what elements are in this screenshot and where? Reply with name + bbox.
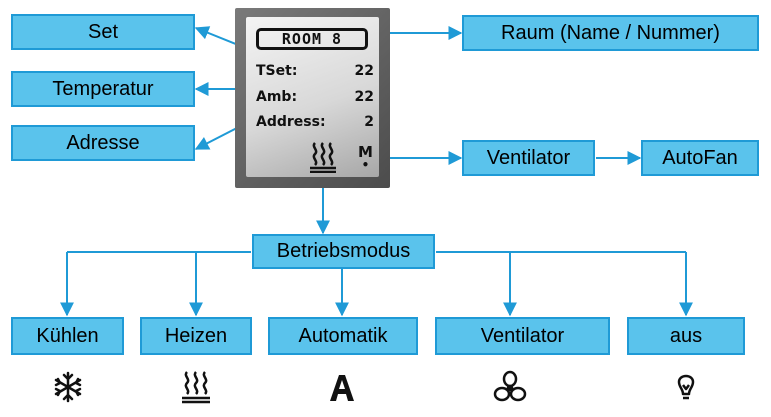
mode-automatik: Automatik [268, 317, 418, 355]
fan-dot: • [361, 158, 370, 172]
snowflake-icon [54, 371, 82, 403]
tset-value: 22 [354, 63, 374, 79]
fan-icon [493, 370, 527, 402]
amb-row: Amb: 22 [256, 89, 374, 105]
label-ventilator: Ventilator [462, 140, 595, 176]
address-value: 2 [364, 114, 374, 130]
label-raum: Raum (Name / Nummer) [462, 15, 759, 51]
thermostat-device: ROOM 8 TSet: 22 Amb: 22 Address: 2 M • [235, 8, 390, 188]
room-name-display: ROOM 8 [256, 28, 368, 50]
fan-indicator-icon: M • [358, 143, 373, 172]
mode-kuehlen: Kühlen [11, 317, 124, 355]
automatic-a-icon [330, 375, 354, 401]
tset-label: TSet: [256, 63, 298, 79]
mode-ventilator: Ventilator [435, 317, 610, 355]
label-adresse: Adresse [11, 125, 195, 161]
heat-waves-icon [310, 142, 336, 173]
address-row: Address: 2 [256, 114, 374, 130]
mode-heizen: Heizen [140, 317, 252, 355]
label-autofan: AutoFan [641, 140, 759, 176]
label-betriebsmodus: Betriebsmodus [252, 234, 435, 269]
tset-row: TSet: 22 [256, 63, 374, 79]
amb-value: 22 [354, 89, 374, 105]
light-bulb-icon [677, 374, 695, 400]
mode-aus: aus [627, 317, 745, 355]
label-temperatur: Temperatur [11, 71, 195, 107]
heat-waves-mode-icon [182, 371, 210, 404]
label-set: Set [11, 14, 195, 50]
address-label: Address: [256, 114, 326, 130]
fan-mark: M [358, 143, 373, 161]
amb-label: Amb: [256, 89, 298, 105]
thermostat-screen: ROOM 8 TSet: 22 Amb: 22 Address: 2 M • [246, 17, 379, 177]
